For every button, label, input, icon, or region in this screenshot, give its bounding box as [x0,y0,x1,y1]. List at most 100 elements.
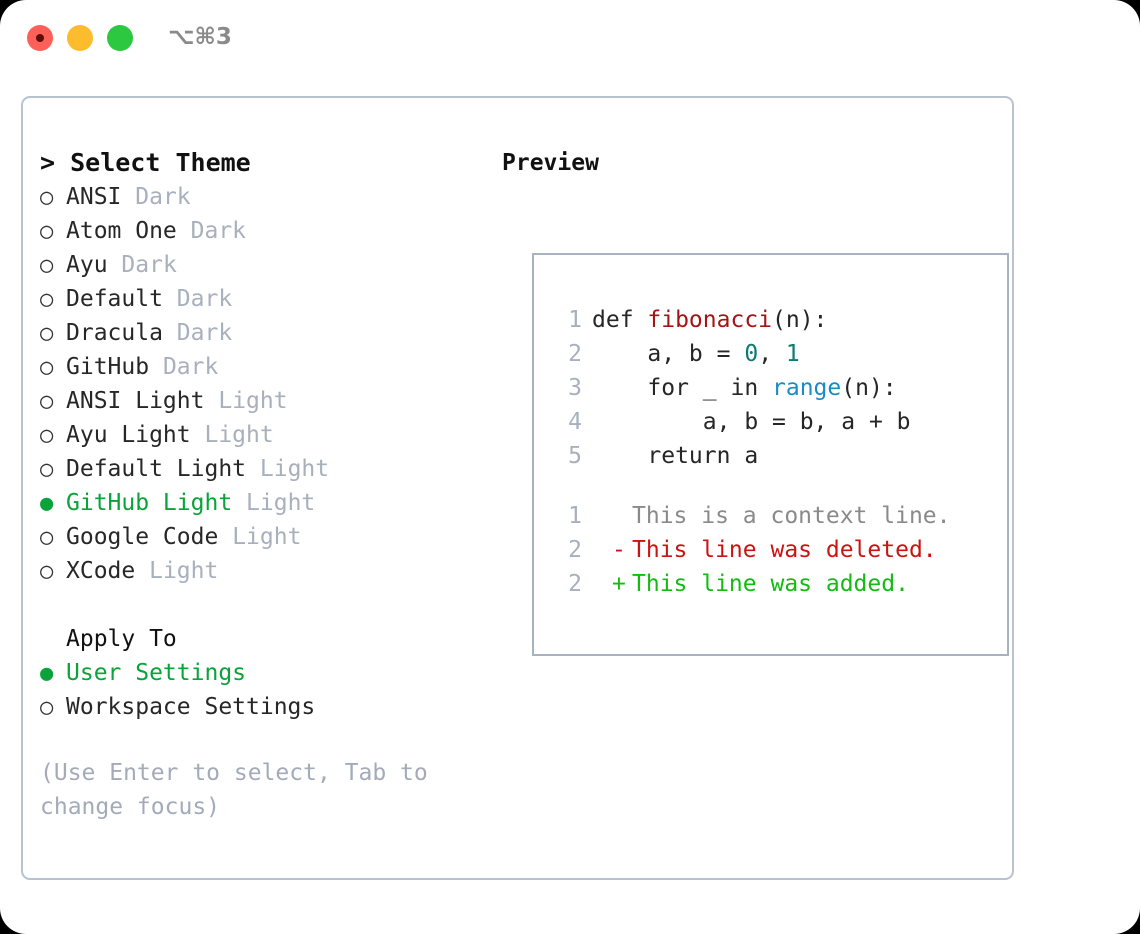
label-spacer [121,180,135,214]
theme-option-ansi-light[interactable]: ○ANSI Light Light [40,384,480,418]
code-token: (n): [772,307,828,333]
theme-name: Default [66,286,163,312]
label-spacer [204,384,218,418]
theme-variant-tag: Light [204,422,274,448]
code-line-number: 1 [568,307,582,333]
theme-variant-tag: Light [218,388,288,414]
radio-unselected-icon: ○ [40,185,54,210]
theme-option-ayu[interactable]: ○Ayu Dark [40,248,480,282]
radio-unselected-icon: ○ [40,695,54,720]
theme-variant-tag: Light [246,490,316,516]
theme-variant-tag: Dark [121,252,177,278]
theme-option-xcode[interactable]: ○XCode Light [40,554,480,588]
theme-list: ○ANSI Dark○Atom One Dark○Ayu Dark○Defaul… [40,180,480,588]
code-diff-gap [552,473,1007,499]
radio-selected-icon: ● [40,491,54,516]
diff-line-number: 2 [568,571,582,597]
code-token: return a [647,443,759,469]
theme-name: GitHub Light [66,490,233,516]
theme-name: ANSI [66,184,122,210]
label-spacer [108,248,122,282]
code-line-content: for _ in range(n): [592,371,897,405]
diff-text: This is a context line. [632,503,951,529]
code-line: 5 return a [552,439,1007,473]
theme-name: GitHub [66,354,150,380]
list-spacer [40,588,480,622]
diff-marker: - [612,537,626,563]
theme-option-dracula[interactable]: ○Dracula Dark [40,316,480,350]
theme-name: Atom One [66,218,177,244]
code-token: def [592,307,648,333]
radio-unselected-icon: ○ [40,559,54,584]
theme-name: Default Light [66,456,247,482]
close-button[interactable] [27,25,53,51]
theme-variant-tag: Dark [162,354,219,380]
preview-header: Preview [502,150,599,176]
diff-indent [592,567,612,601]
radio-selected-icon: ● [40,661,54,686]
theme-option-github-light[interactable]: ● GitHub Light Light [40,486,480,520]
code-token: a, b = b, a + b [702,409,911,435]
code-line-number: 5 [568,443,582,469]
theme-name: Ayu [66,252,108,278]
code-token: 1 [785,341,800,367]
theme-variant-tag: Light [232,524,302,550]
radio-unselected-icon: ○ [40,389,54,414]
label-spacer [191,418,205,452]
apply-to-option-user-settings[interactable]: ● User Settings [40,656,480,690]
keyboard-hint-text: (Use Enter to select, Tab to change focu… [40,760,442,820]
theme-option-github[interactable]: ○ GitHub Dark [40,350,480,384]
diff-line-ctx: 1 This is a context line. [552,499,1007,533]
zoom-button[interactable] [107,25,133,51]
minimize-button[interactable] [67,25,93,51]
code-line-number: 3 [568,375,582,401]
theme-variant-tag: Light [149,558,219,584]
radio-unselected-icon: ○ [40,287,54,312]
diff-line-number: 1 [568,503,582,529]
title-bar: ⌥⌘3 [0,0,1140,78]
label-spacer [163,282,177,316]
code-line: 2 a, b = 0, 1 [552,337,1007,371]
theme-variant-tag: Light [259,456,330,482]
radio-unselected-icon: ○ [40,423,54,448]
theme-name: Google Code [66,524,219,550]
diff-line-number: 2 [568,537,582,563]
apply-to-option-workspace-settings[interactable]: ○Workspace Settings [40,690,480,724]
code-line: 3 for _ in range(n): [552,371,1007,405]
theme-option-google-code[interactable]: ○ Google Code Light [40,520,480,554]
label-spacer [177,214,191,248]
diff-sample: 1 This is a context line. 2 -This line wa… [552,499,1007,601]
apply-to-label: User Settings [66,660,247,686]
radio-unselected-icon: ○ [40,321,54,346]
theme-option-ansi[interactable]: ○ANSI Dark [40,180,480,214]
window-controls [27,25,133,51]
theme-option-ayu-light[interactable]: ○Ayu Light Light [40,418,480,452]
theme-selection-column: > Select Theme ○ANSI Dark○Atom One Dark○… [40,146,480,824]
content-panel: > Select Theme ○ANSI Dark○Atom One Dark○… [21,96,1014,880]
code-line-content: a, b = b, a + b [592,405,911,439]
theme-option-default-light[interactable]: ○ Default Light Light [40,452,480,486]
code-line-number: 2 [568,341,582,367]
apply-to-list: ● User Settings ○Workspace Settings [40,656,480,724]
radio-unselected-icon: ○ [40,525,54,550]
theme-variant-tag: Dark [176,286,233,312]
theme-option-atom-one[interactable]: ○Atom One Dark [40,214,480,248]
diff-indent [592,499,612,533]
diff-marker: + [612,571,626,597]
code-token: for _ in [647,375,773,401]
radio-unselected-icon: ○ [40,457,54,482]
code-token: 0 [744,341,759,367]
diff-text: This line was deleted. [632,537,937,563]
label-spacer [163,316,177,350]
diff-marker [612,499,632,533]
label-spacer [218,520,232,554]
diff-text: This line was added. [632,571,909,597]
radio-unselected-icon: ○ [40,355,54,380]
theme-option-default[interactable]: ○ Default Dark [40,282,480,316]
apply-to-title: Apply To [66,626,177,652]
code-token: a, b = [647,341,745,367]
code-token: (n): [841,375,897,401]
